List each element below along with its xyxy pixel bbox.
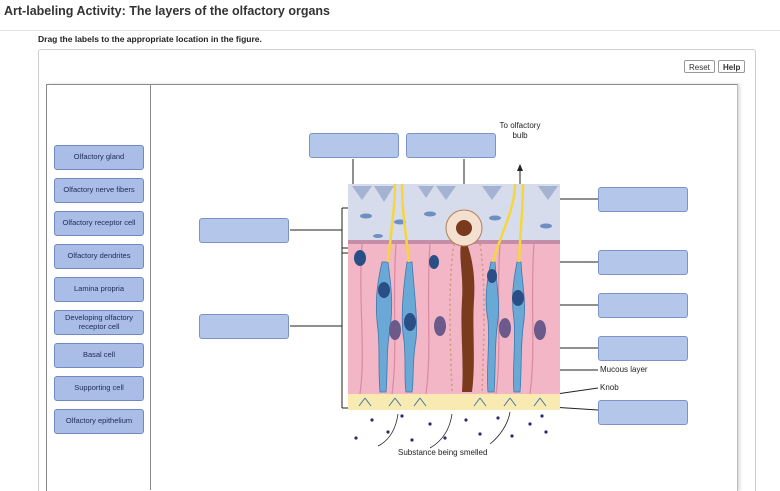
label-basal-cell[interactable]: Basal cell xyxy=(54,343,144,368)
drop-target-left-lower[interactable] xyxy=(199,314,289,339)
mucous-layer-label: Mucous layer xyxy=(600,365,648,374)
label-olfactory-dendrites[interactable]: Olfactory dendrites xyxy=(54,244,144,269)
label-olfactory-gland[interactable]: Olfactory gland xyxy=(54,145,144,170)
drop-target-right-5[interactable] xyxy=(598,400,688,425)
label-olfactory-receptor-cell[interactable]: Olfactory receptor cell xyxy=(54,211,144,236)
substance-label: Substance being smelled xyxy=(398,448,488,457)
drop-target-right-3[interactable] xyxy=(598,293,688,318)
label-olfactory-epithelium[interactable]: Olfactory epithelium xyxy=(54,409,144,434)
drop-target-left-upper[interactable] xyxy=(199,218,289,243)
panel-divider xyxy=(150,84,151,490)
knob-label: Knob xyxy=(600,383,619,392)
drop-target-top-left[interactable] xyxy=(309,133,399,158)
page-title: Art-labeling Activity: The layers of the… xyxy=(4,4,330,18)
drop-target-right-1[interactable] xyxy=(598,187,688,212)
to-olfactory-bulb-label: To olfactory bulb xyxy=(499,121,541,140)
labeling-panel xyxy=(46,84,738,491)
label-supporting-cell[interactable]: Supporting cell xyxy=(54,376,144,401)
help-button[interactable]: Help xyxy=(718,60,746,73)
label-lamina-propria[interactable]: Lamina propria xyxy=(54,277,144,302)
tissue-section xyxy=(348,184,560,410)
label-developing-olfactory-receptor-cell[interactable]: Developing olfactory receptor cell xyxy=(54,310,144,335)
drop-target-right-4[interactable] xyxy=(598,336,688,361)
label-olfactory-nerve-fibers[interactable]: Olfactory nerve fibers xyxy=(54,178,144,203)
drop-target-top-middle[interactable] xyxy=(406,133,496,158)
title-divider xyxy=(0,30,780,31)
drop-target-right-2[interactable] xyxy=(598,250,688,275)
reset-button[interactable]: Reset xyxy=(684,60,715,73)
instruction-text: Drag the labels to the appropriate locat… xyxy=(38,34,262,44)
odorant-arrows xyxy=(377,411,511,449)
odorant-molecules xyxy=(354,414,548,442)
